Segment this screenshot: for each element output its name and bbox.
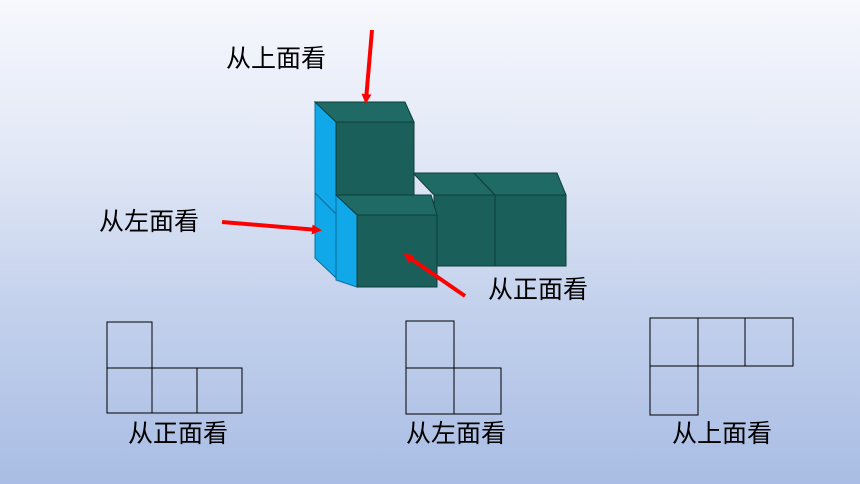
top-view-caption: 从上面看 xyxy=(672,419,773,448)
grid-cell xyxy=(744,317,794,367)
grid-cell xyxy=(405,367,455,415)
grid-cell xyxy=(106,367,153,414)
top-view-grid xyxy=(649,317,794,416)
left-view-caption: 从左面看 xyxy=(406,419,507,448)
grid-cell xyxy=(453,367,502,415)
arrow-from-front xyxy=(403,253,467,298)
grid-cell xyxy=(649,317,699,367)
arrow-from-top xyxy=(361,29,374,104)
grid-cell xyxy=(649,365,699,416)
cube-group-front xyxy=(334,193,438,288)
cube-group-upper xyxy=(313,100,415,216)
grid-cell xyxy=(405,320,455,369)
arrow-from-left xyxy=(221,220,322,235)
front-view-grid xyxy=(106,321,243,414)
cube-front-face xyxy=(356,214,438,288)
grid-cell xyxy=(151,367,198,414)
front-view-caption: 从正面看 xyxy=(128,419,229,448)
view-front-label: 从正面看 xyxy=(488,275,589,304)
grid-cell xyxy=(106,321,153,369)
cube-group-back xyxy=(411,172,567,267)
left-view-grid xyxy=(405,320,502,415)
grid-cell xyxy=(697,317,746,367)
cube-front-face xyxy=(433,194,496,267)
grid-cell xyxy=(196,367,243,414)
cube-front-face xyxy=(335,121,415,196)
view-left-label: 从左面看 xyxy=(99,207,200,236)
cube-front-face xyxy=(494,194,567,267)
view-top-label: 从上面看 xyxy=(226,44,327,73)
